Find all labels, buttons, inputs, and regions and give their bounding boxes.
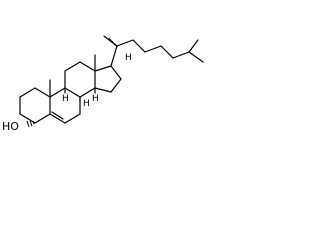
- structure-canvas: HO H H H H: [0, 0, 215, 152]
- ring-c: [64, 61, 96, 98]
- h14-label: H: [92, 94, 99, 104]
- h8-label: H: [62, 94, 69, 104]
- hydroxyl-label: HO: [2, 120, 19, 133]
- h17-label: H: [125, 53, 132, 63]
- ring-d: [94, 65, 122, 93]
- side-chain: [103, 35, 204, 67]
- ring-a: [19, 87, 51, 124]
- hashed-bonds: [26, 37, 118, 128]
- h9-label: H: [83, 99, 90, 109]
- molecule-structure: HO H H H H: [2, 35, 204, 133]
